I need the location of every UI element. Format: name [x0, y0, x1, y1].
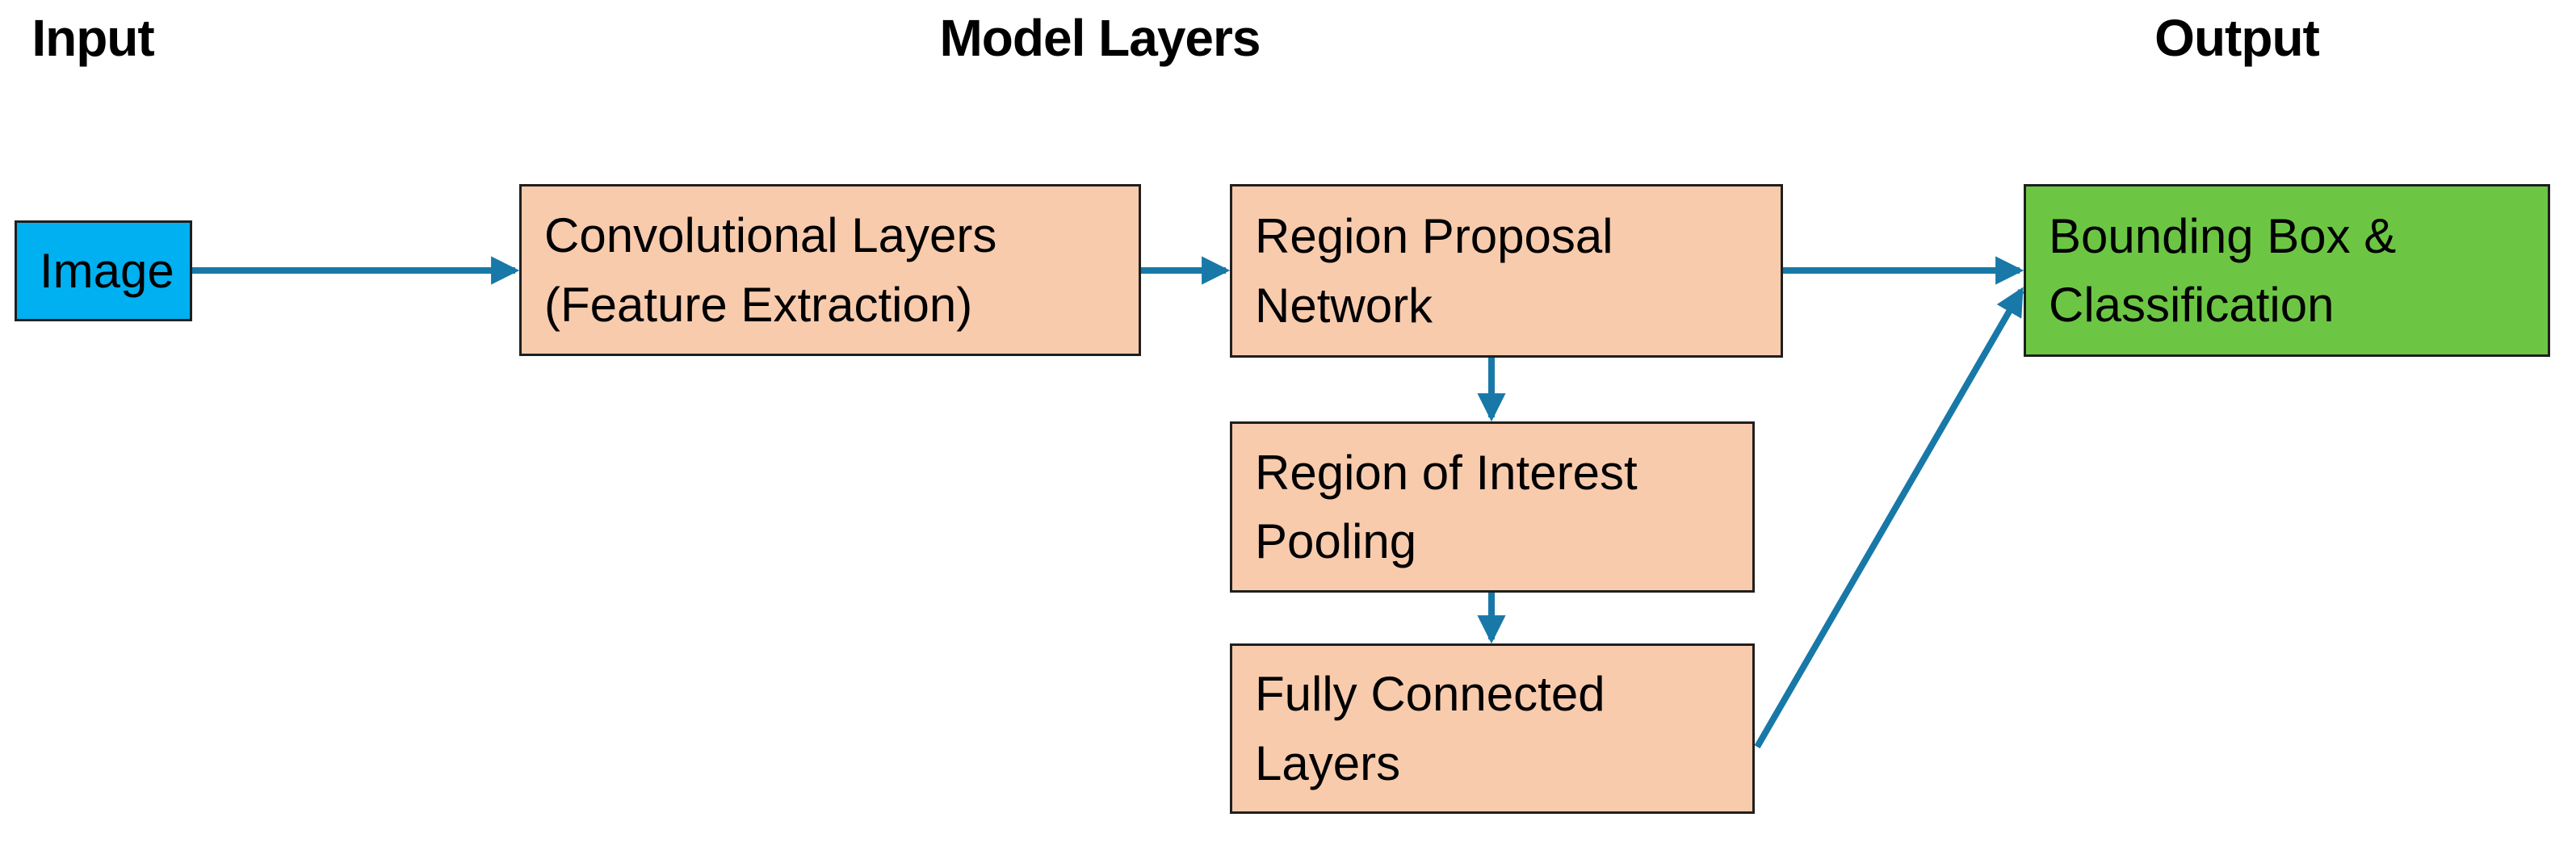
- arrow-fc-to-output: [1754, 287, 2024, 749]
- node-convolutional-layers: Convolutional Layers (Feature Extraction…: [519, 184, 1141, 356]
- section-header-model-layers: Model Layers: [939, 9, 1261, 67]
- node-bounding-box-classification: Bounding Box & Classification: [2024, 184, 2550, 357]
- node-fully-connected-layers: Fully Connected Layers: [1230, 643, 1755, 814]
- node-region-of-interest-pooling: Region of Interest Pooling: [1230, 421, 1755, 593]
- node-region-proposal-network: Region Proposal Network: [1230, 184, 1783, 358]
- node-image: Image: [15, 220, 192, 321]
- section-header-input: Input: [31, 9, 154, 67]
- section-header-output: Output: [2154, 9, 2320, 67]
